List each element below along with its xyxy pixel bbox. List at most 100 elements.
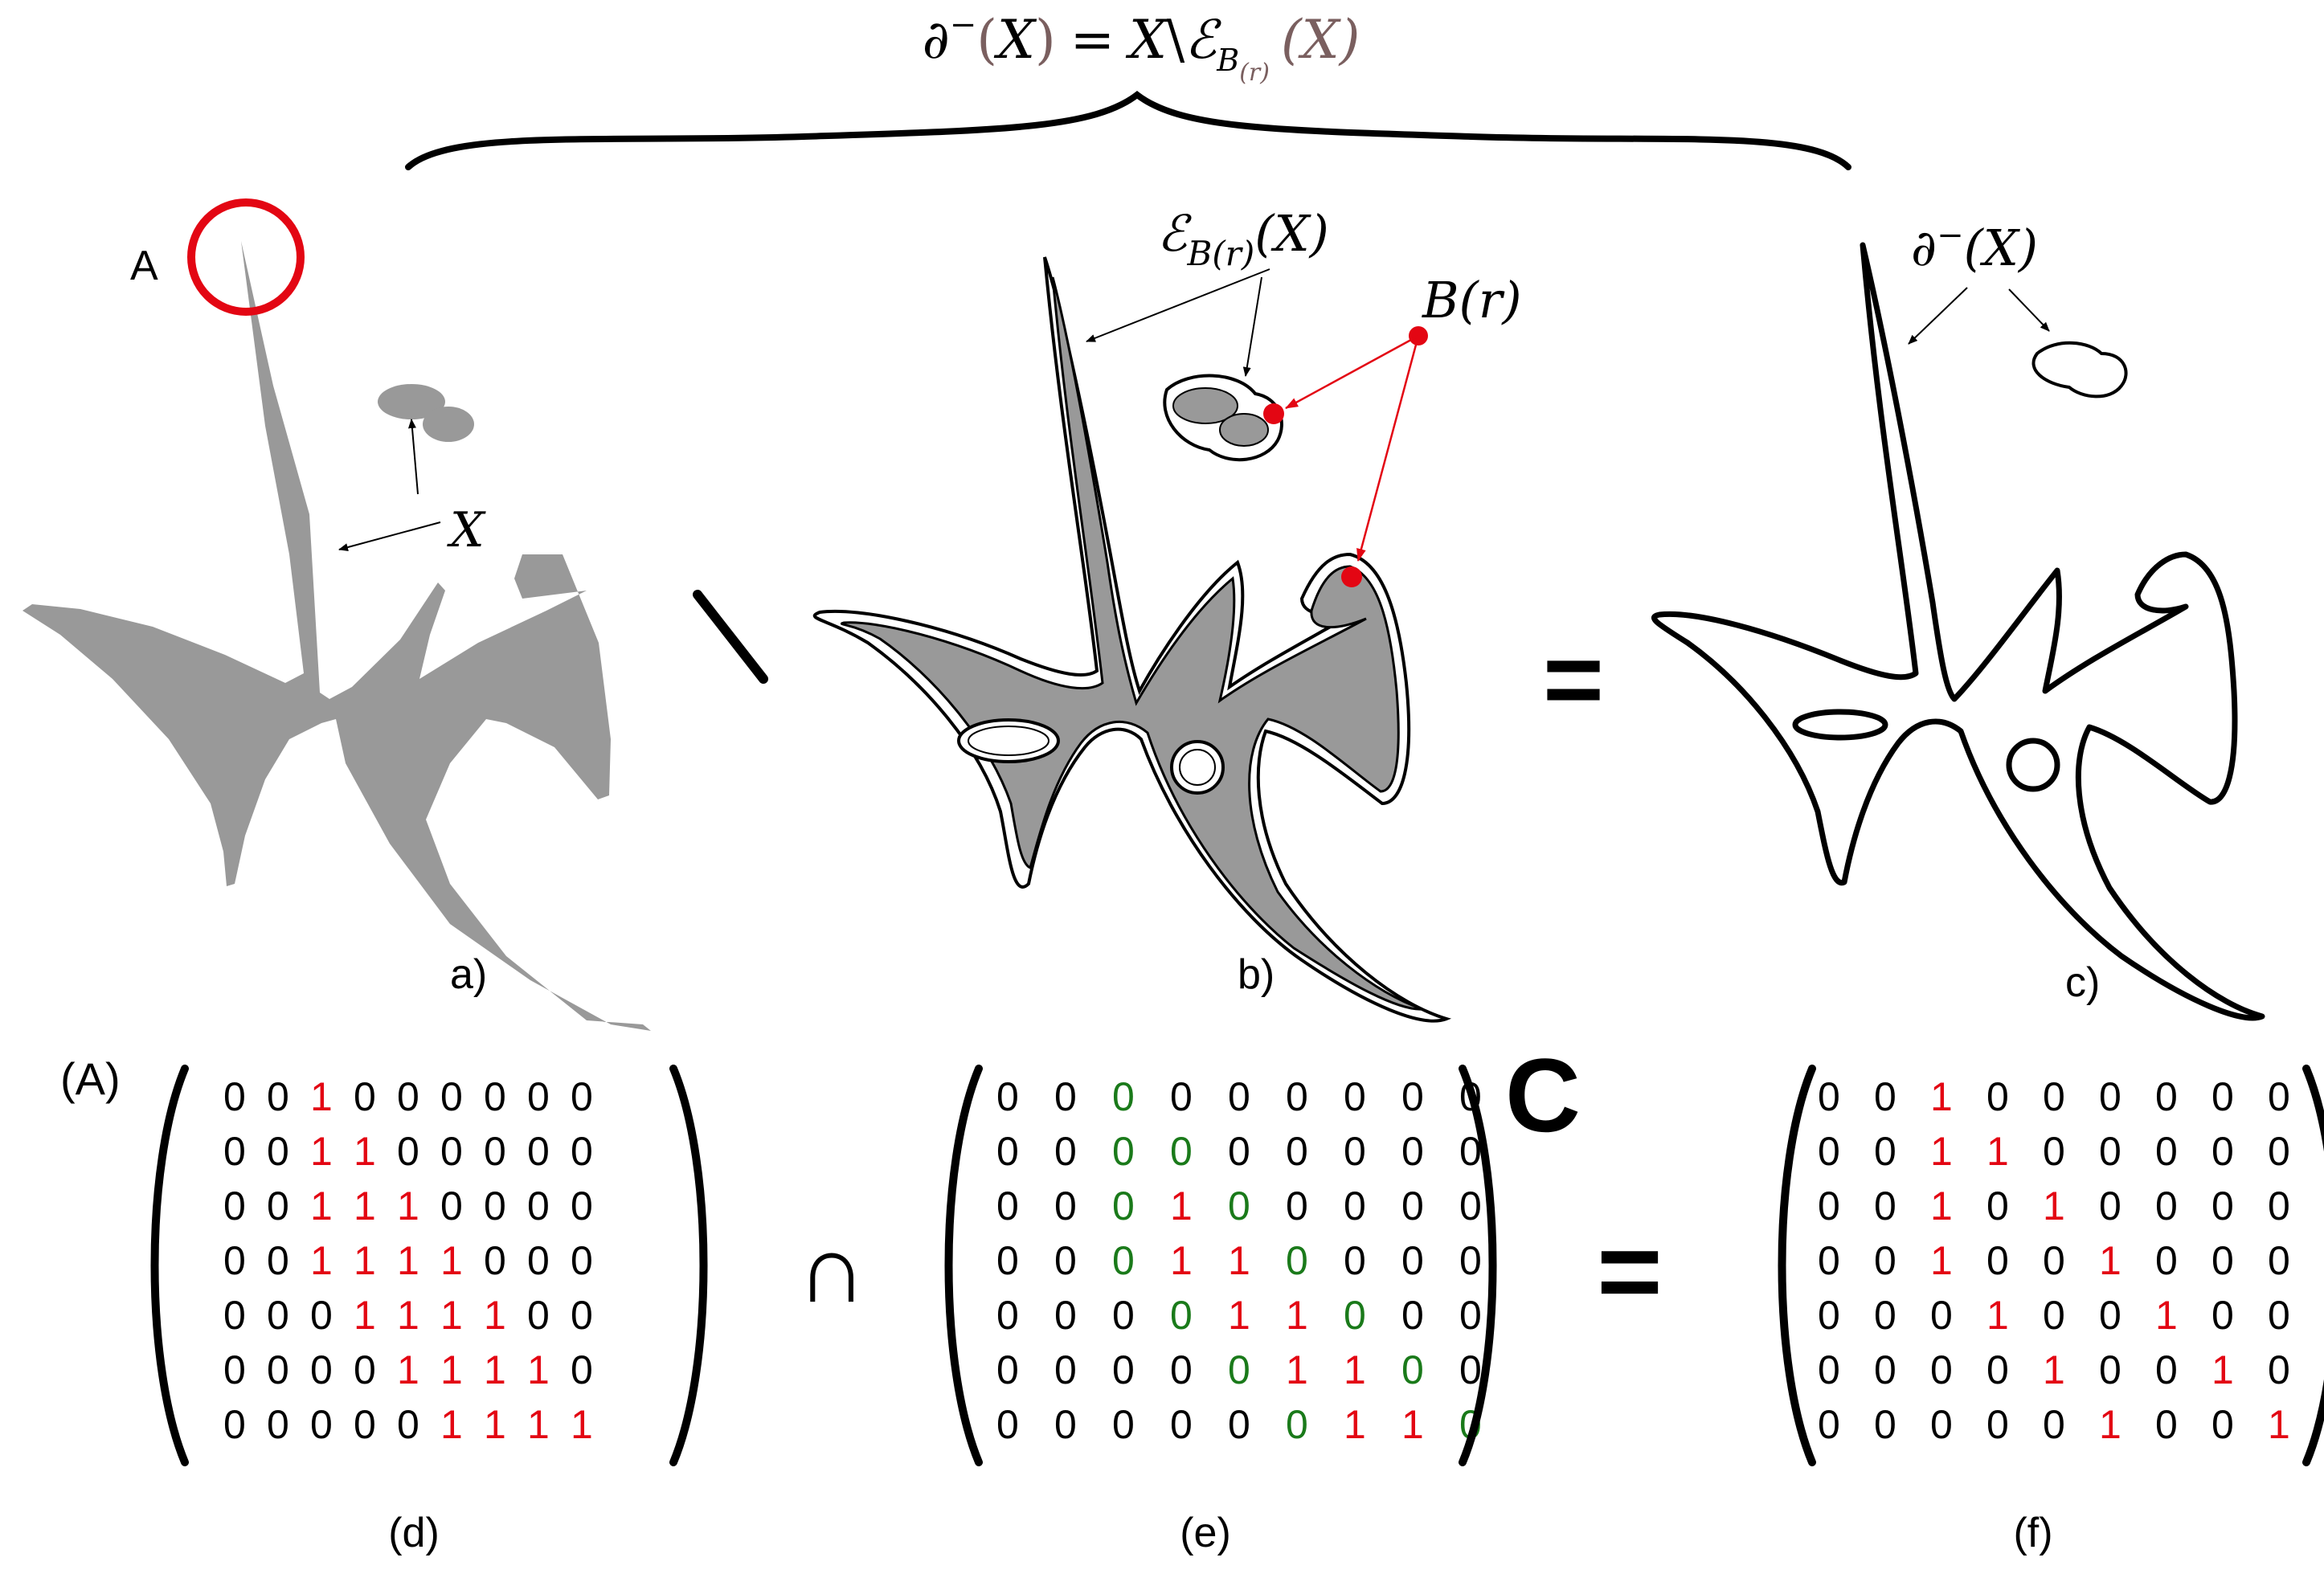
ball-label: B(r) — [1422, 271, 1522, 329]
ball-arrow-to-body — [1356, 335, 1420, 562]
matrix-cell: 0 — [1818, 1347, 1840, 1392]
erosion-arrow-to-body — [1086, 268, 1270, 342]
matrix-cell: 1 — [2155, 1293, 2178, 1338]
matrix-cell: 1 — [484, 1402, 506, 1447]
matrix-cell: 1 — [2268, 1402, 2290, 1447]
shape-x-label: X — [447, 502, 486, 558]
matrix-cell: 0 — [397, 1129, 419, 1174]
matrix-cell: 1 — [397, 1293, 419, 1338]
matrix-cell: 0 — [1286, 1238, 1308, 1283]
matrix-cell: 0 — [1401, 1347, 1424, 1392]
matrix-cell: 0 — [1986, 1184, 2009, 1228]
matrix-cell: 0 — [1818, 1293, 1840, 1338]
matrix-cell: 0 — [1344, 1074, 1366, 1119]
point-a-circle — [187, 198, 305, 316]
matrix-cell: 0 — [267, 1402, 289, 1447]
matrix-cell: 0 — [1170, 1129, 1193, 1174]
matrix-cell: 0 — [1170, 1293, 1193, 1338]
matrix-cell: 0 — [527, 1129, 550, 1174]
matrix-cell: 0 — [223, 1238, 246, 1283]
matrix-cell: 0 — [2211, 1238, 2234, 1283]
matrix-cell: 0 — [267, 1074, 289, 1119]
point-a-label: A — [130, 243, 158, 289]
ball-arrow-to-blob — [1285, 334, 1419, 410]
matrix-cell: 0 — [2211, 1293, 2234, 1338]
matrix-cell: 0 — [2268, 1347, 2290, 1392]
matrix-cell: 0 — [223, 1184, 246, 1228]
matrix-cell: 1 — [1286, 1347, 1308, 1392]
complement-superscript: C — [1505, 1036, 1581, 1154]
matrix-cell: 1 — [571, 1402, 593, 1447]
matrix-cell: 0 — [354, 1402, 376, 1447]
matrix-cell: 0 — [1818, 1129, 1840, 1174]
matrix-cell: 0 — [996, 1293, 1019, 1338]
matrix-cell: 0 — [1054, 1074, 1077, 1119]
matrix-cell: 0 — [223, 1293, 246, 1338]
matrix-cell: 0 — [2043, 1238, 2065, 1283]
x-arrow-to-blob — [407, 419, 419, 495]
matrix-cell: 0 — [2268, 1293, 2290, 1338]
matrix-cell: 0 — [1344, 1238, 1366, 1283]
matrix-cell: 0 — [2155, 1347, 2178, 1392]
matrix-cell: 0 — [1286, 1129, 1308, 1174]
matrix-cell: 0 — [571, 1074, 593, 1119]
matrix-cell: 1 — [440, 1402, 463, 1447]
matrix-cell: 1 — [440, 1347, 463, 1392]
top-formula: ∂−(X)=X\ℰB(r)(X) — [923, 6, 1360, 87]
erosion-arrow-to-blob — [1242, 276, 1262, 377]
matrix-cell: 1 — [1228, 1293, 1250, 1338]
matrix-cell: 1 — [310, 1129, 333, 1174]
matrix-cell: 0 — [440, 1129, 463, 1174]
matrix-cell: 0 — [440, 1184, 463, 1228]
ball-dot-blob — [1263, 403, 1284, 424]
matrix-cell: 0 — [996, 1347, 1019, 1392]
matrix-cell: 1 — [397, 1347, 419, 1392]
matrix-cell: 0 — [571, 1293, 593, 1338]
matrix-cell: 0 — [1874, 1238, 1896, 1283]
matrix-cell: 0 — [1930, 1402, 1953, 1447]
matrix-cell: 0 — [1170, 1347, 1193, 1392]
matrix-cell: 0 — [2043, 1074, 2065, 1119]
matrix-cell: 0 — [1818, 1402, 1840, 1447]
matrix-cell: 0 — [571, 1184, 593, 1228]
matrix-cell: 0 — [223, 1074, 246, 1119]
matrix-cell: 1 — [1170, 1184, 1193, 1228]
matrix-cell: 0 — [1170, 1074, 1193, 1119]
matrix-cell: 1 — [1401, 1402, 1424, 1447]
matrix-cell: 0 — [1874, 1184, 1896, 1228]
matrix-cell: 0 — [267, 1347, 289, 1392]
matrix-cell: 0 — [1054, 1293, 1077, 1338]
ball-dot-body — [1341, 566, 1362, 587]
setminus-operator — [693, 590, 768, 684]
matrix-cell: 1 — [527, 1402, 550, 1447]
matrix-cell: 1 — [354, 1184, 376, 1228]
matrix-cell: 0 — [1112, 1402, 1135, 1447]
matrix-cell: 1 — [1986, 1129, 2009, 1174]
matrix-cell: 1 — [1286, 1293, 1308, 1338]
top-curly-brace — [405, 90, 1851, 170]
matrix-cell: 0 — [2268, 1074, 2290, 1119]
matrix-cell: 0 — [267, 1238, 289, 1283]
matrix-cell: 0 — [310, 1402, 333, 1447]
matrix-cell: 1 — [2211, 1347, 2234, 1392]
matrix-cell: 0 — [310, 1347, 333, 1392]
matrix-cell: 0 — [1054, 1347, 1077, 1392]
matrix-cell: 0 — [397, 1402, 419, 1447]
matrix-cell: 0 — [440, 1074, 463, 1119]
equals-operator-top: = — [1543, 620, 1604, 738]
matrix-cell: 1 — [484, 1293, 506, 1338]
matrix-cell: 0 — [1112, 1293, 1135, 1338]
matrix-cell: 0 — [267, 1293, 289, 1338]
matrix-cell: 0 — [2211, 1402, 2234, 1447]
matrix-cell: 0 — [2099, 1293, 2121, 1338]
matrix-cell: 0 — [1286, 1184, 1308, 1228]
matrix-cell: 1 — [1170, 1238, 1193, 1283]
matrix-cell: 0 — [2155, 1074, 2178, 1119]
matrix-cell: 0 — [354, 1074, 376, 1119]
matrix-cell: 0 — [223, 1402, 246, 1447]
matrix-cell: 0 — [996, 1238, 1019, 1283]
matrix-cell: 1 — [310, 1238, 333, 1283]
